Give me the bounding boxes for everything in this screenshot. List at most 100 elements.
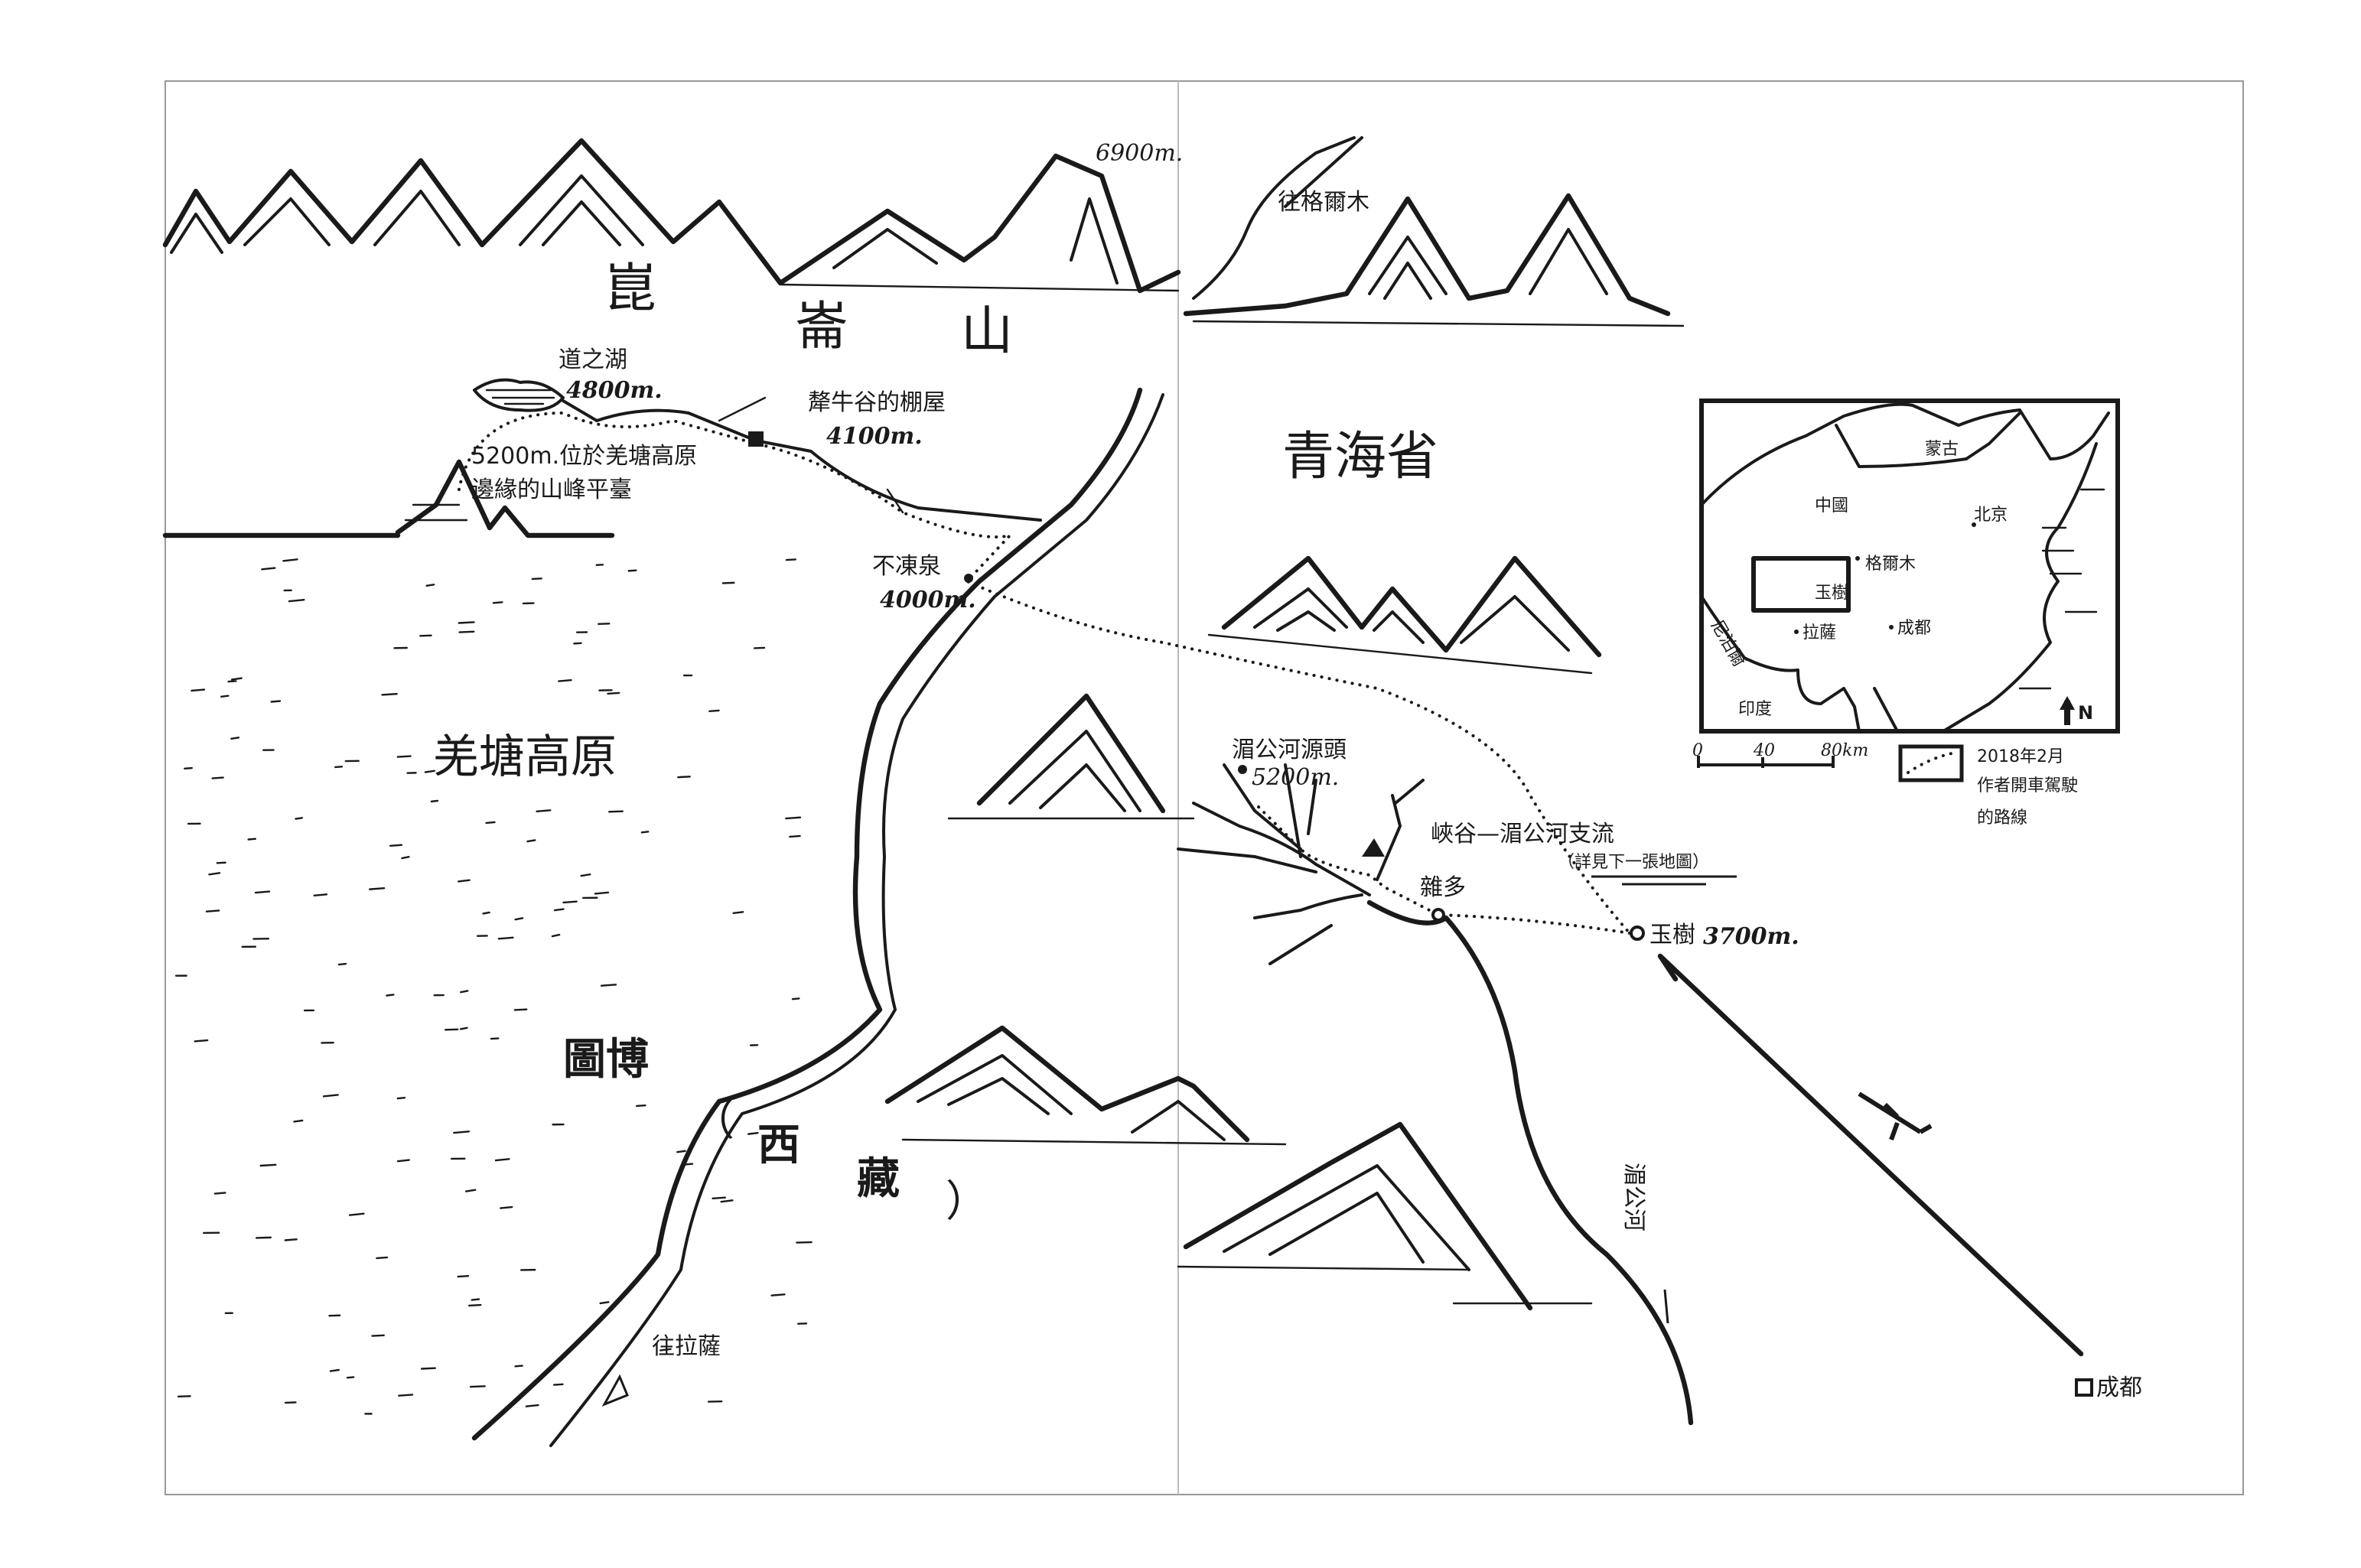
plateau-dash bbox=[789, 834, 801, 838]
plateau-dash bbox=[747, 1131, 759, 1135]
province-label: 青海省 bbox=[1282, 427, 1438, 487]
plateau-dash bbox=[282, 558, 298, 562]
legend-line2: 作者開車駕駛 bbox=[1977, 776, 2078, 795]
plateau-peak-line2: 邊緣的山峰平臺 bbox=[471, 477, 632, 503]
plateau-dash bbox=[712, 1196, 727, 1200]
plateau-dash bbox=[322, 1094, 339, 1098]
plateau-dash bbox=[531, 577, 542, 581]
plateau-dash bbox=[329, 1368, 340, 1372]
plateau-dash bbox=[396, 755, 412, 758]
scale-tick-0: 0 bbox=[1692, 741, 1703, 760]
plateau-dash bbox=[720, 1199, 734, 1203]
plateau-dash bbox=[460, 990, 469, 994]
plateau-dash bbox=[227, 680, 237, 683]
markers bbox=[601, 431, 2093, 1407]
plateau-dash bbox=[398, 1394, 414, 1397]
plateau-dash bbox=[770, 1293, 786, 1296]
budong-spring-elevation: 4000m. bbox=[880, 587, 976, 613]
north-indicator: N bbox=[2078, 702, 2093, 724]
inset-china: 中國 bbox=[1815, 496, 1848, 516]
plateau-dash bbox=[599, 1301, 610, 1305]
plateau-dash bbox=[396, 1159, 410, 1163]
mekong-source-elevation: 5200m. bbox=[1252, 764, 1339, 791]
plateau-dash bbox=[464, 1189, 477, 1192]
zadoi-marker bbox=[1431, 908, 1445, 922]
inset-beijing: 北京 bbox=[1974, 506, 2008, 525]
chengdu-label: 成都 bbox=[2096, 1374, 2142, 1401]
legend-route-swatch bbox=[1898, 744, 1964, 782]
hut-name: 犛牛谷的棚屋 bbox=[808, 389, 946, 416]
hut-icon bbox=[748, 431, 764, 447]
plateau-dash bbox=[425, 584, 435, 587]
plateau-dash bbox=[194, 1039, 209, 1043]
plateau-dash bbox=[458, 879, 471, 883]
plateau-dash bbox=[468, 1303, 482, 1307]
road-and-rivers bbox=[471, 136, 2084, 1447]
plateau-dash bbox=[558, 678, 572, 682]
plateau-dash bbox=[526, 839, 536, 843]
tibet-paren-open: （ bbox=[692, 1096, 734, 1146]
kunlun-char-3: 山 bbox=[961, 301, 1013, 362]
budong-spring-name: 不凍泉 bbox=[872, 553, 941, 580]
scale-tick-40: 40 bbox=[1753, 741, 1775, 760]
plateau-dash bbox=[460, 1026, 468, 1030]
plateau-dash bbox=[676, 1150, 686, 1153]
canyon-label: 峽谷—湄公河支流 bbox=[1431, 821, 1614, 847]
inset-yushu: 玉樹 bbox=[1815, 584, 1848, 603]
plateau-edge bbox=[162, 459, 615, 538]
tibet-label: 圖博 bbox=[563, 1035, 649, 1085]
plateau-dash bbox=[184, 766, 193, 769]
plateau-dash bbox=[191, 688, 206, 692]
plateau-label: 羌塘高原 bbox=[433, 730, 617, 784]
kunlun-char-1: 崑 bbox=[604, 259, 656, 319]
mekong-label: 湄公河 bbox=[1620, 1163, 1647, 1231]
kunlun-mountains bbox=[162, 138, 1685, 327]
plateau-dash bbox=[430, 799, 439, 803]
plateau-dash bbox=[205, 909, 220, 912]
plateau-dash bbox=[389, 844, 403, 847]
plateau-dash bbox=[376, 1256, 389, 1260]
plateau-dash bbox=[514, 1365, 523, 1368]
plateau-dash bbox=[785, 558, 796, 561]
plateau-dash bbox=[211, 776, 224, 779]
arrow-to-lhasa-icon bbox=[601, 1374, 629, 1407]
plateau-dash bbox=[551, 933, 561, 938]
plateau-dash bbox=[401, 856, 410, 860]
plateau-dash bbox=[254, 890, 271, 894]
plateau-dash bbox=[482, 911, 490, 915]
budong-spring-marker bbox=[964, 574, 973, 583]
plateau-dash bbox=[337, 962, 347, 966]
tibet-alt-1: 西 bbox=[757, 1121, 800, 1170]
inset-lhasa: 拉薩 bbox=[1803, 623, 1836, 642]
canyon-note-underline bbox=[1591, 875, 1737, 886]
plateau-dash bbox=[500, 1205, 513, 1209]
yushu-name: 玉樹 bbox=[1649, 922, 1695, 948]
plateau-dash bbox=[346, 1376, 355, 1379]
page-frame bbox=[164, 80, 2244, 1495]
chengdu-marker bbox=[2075, 1378, 2093, 1397]
plateau-dash bbox=[640, 831, 650, 834]
plateau-dash bbox=[284, 1238, 298, 1241]
yushu-elevation: 3700m. bbox=[1703, 923, 1799, 950]
tibet-paren-close: ） bbox=[946, 1177, 988, 1227]
lake bbox=[473, 378, 565, 412]
kunlun-char-2: 崙 bbox=[796, 297, 848, 357]
plateau-dash bbox=[573, 642, 582, 645]
plateau-dash bbox=[453, 1130, 471, 1134]
lake-name: 道之湖 bbox=[558, 346, 627, 373]
airplane-icon bbox=[1858, 1091, 1933, 1141]
plateau-dash bbox=[636, 1104, 646, 1108]
canyon-marker bbox=[1362, 838, 1385, 857]
plateau-dash bbox=[552, 1383, 564, 1386]
plateau-dash bbox=[369, 887, 386, 890]
plateau-dash bbox=[494, 1158, 510, 1162]
driving-route bbox=[458, 411, 1631, 935]
river-flow-arrow-icon bbox=[1663, 1289, 1669, 1324]
plateau-dash bbox=[230, 677, 243, 681]
hut-elevation: 4100m. bbox=[826, 423, 923, 450]
plateau-dash bbox=[216, 861, 226, 864]
zadoi-label: 雜多 bbox=[1420, 874, 1466, 901]
plateau-dash bbox=[288, 598, 305, 603]
